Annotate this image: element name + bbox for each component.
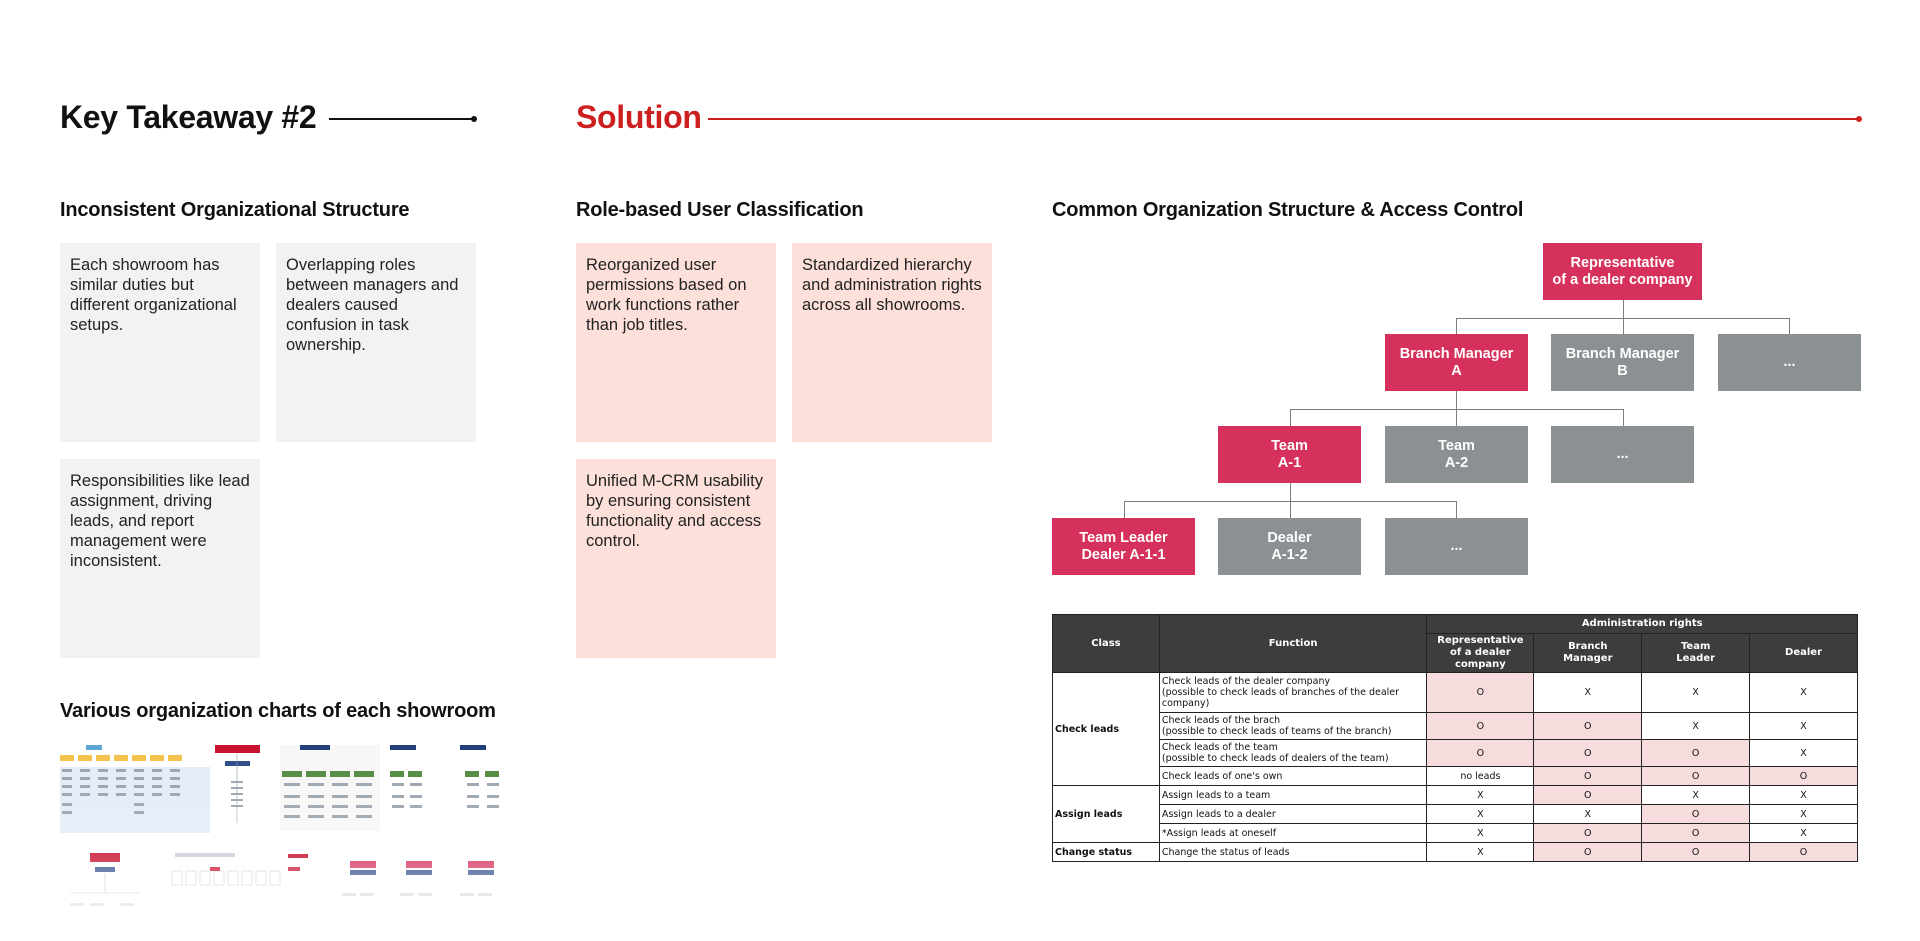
role-header: Dealer xyxy=(1749,633,1858,673)
table-row: Assign leads to a dealer X X O X xyxy=(1053,804,1858,824)
right-cell: X xyxy=(1426,785,1535,805)
right-cell: X xyxy=(1426,823,1535,843)
org-connector xyxy=(1456,318,1789,319)
org-connector xyxy=(1290,483,1291,501)
function-cell: Change the status of leads xyxy=(1158,842,1428,862)
org-connector xyxy=(1456,501,1457,518)
right-cell: X xyxy=(1749,785,1858,805)
solution-card: Standardized hierarchy and administratio… xyxy=(792,243,992,442)
right-cell: O xyxy=(1426,739,1535,767)
right-cell: O xyxy=(1533,712,1643,740)
right-cell: X xyxy=(1533,672,1643,713)
org-connector xyxy=(1789,318,1790,334)
right-cell: O xyxy=(1749,766,1858,786)
various-charts-heading: Various organization charts of each show… xyxy=(60,700,496,722)
class-cell: Assign leads xyxy=(1052,785,1160,843)
right-cell: O xyxy=(1641,823,1751,843)
right-cell: X xyxy=(1749,672,1858,713)
org-node-representative: Representative of a dealer company xyxy=(1543,243,1702,300)
role-header: Branch Manager xyxy=(1533,633,1643,673)
right-cell: X xyxy=(1749,712,1858,740)
right-cell: O xyxy=(1426,712,1535,740)
table-row: *Assign leads at oneself X O O X xyxy=(1053,823,1858,843)
role-classification-heading: Role-based User Classification xyxy=(576,199,864,221)
right-cell: X xyxy=(1426,804,1535,824)
key-takeaway-title: Key Takeaway #2 xyxy=(60,99,317,135)
right-cell: X xyxy=(1641,672,1751,713)
class-cell: Check leads xyxy=(1052,672,1160,786)
right-cell: O xyxy=(1426,672,1535,713)
problem-card: Responsibilities like lead assignment, d… xyxy=(60,459,260,658)
right-cell: O xyxy=(1749,842,1858,862)
class-header: Class xyxy=(1052,614,1160,673)
showroom-org-charts-thumbnail xyxy=(60,743,506,941)
org-node-branch-manager-b: Branch Manager B xyxy=(1551,334,1694,391)
inconsistent-structure-heading: Inconsistent Organizational Structure xyxy=(60,199,410,221)
table-row: Check leads of the team (possible to che… xyxy=(1053,739,1858,767)
org-structure-heading: Common Organization Structure & Access C… xyxy=(1052,199,1524,221)
function-cell: Check leads of the team (possible to che… xyxy=(1158,739,1428,767)
solution-card: Unified M-CRM usability by ensuring cons… xyxy=(576,459,776,658)
org-node-team-leader: Team Leader Dealer A-1-1 xyxy=(1052,518,1195,575)
solution-divider xyxy=(708,116,1862,122)
org-connector xyxy=(1124,501,1125,518)
right-cell: O xyxy=(1533,823,1643,843)
table-row: Check leads of one's own no leads O O O xyxy=(1053,766,1858,786)
function-cell: Check leads of one's own xyxy=(1158,766,1428,786)
problem-card: Overlapping roles between managers and d… xyxy=(276,243,476,442)
key-takeaway-divider xyxy=(329,116,477,122)
right-cell: O xyxy=(1641,804,1751,824)
org-node-branch-manager-a: Branch Manager A xyxy=(1385,334,1528,391)
solution-card: Reorganized user permissions based on wo… xyxy=(576,243,776,442)
right-cell: O xyxy=(1641,739,1751,767)
right-cell: O xyxy=(1641,766,1751,786)
right-cell: X xyxy=(1533,804,1643,824)
table-row: Change status Change the status of leads… xyxy=(1052,842,1858,862)
org-connector xyxy=(1623,409,1624,426)
function-cell: Assign leads to a dealer xyxy=(1158,804,1428,824)
right-cell: O xyxy=(1641,842,1751,862)
role-header: Team Leader xyxy=(1641,633,1751,673)
org-connector xyxy=(1456,391,1457,409)
class-cell: Change status xyxy=(1052,842,1160,862)
table-row: Check leads of the brach (possible to ch… xyxy=(1053,712,1858,740)
role-header: Representative of a dealer company xyxy=(1426,633,1535,673)
right-cell: X xyxy=(1749,823,1858,843)
problem-card: Each showroom has similar duties but dif… xyxy=(60,243,260,442)
right-cell: X xyxy=(1641,785,1751,805)
admin-rights-header: Administration rights xyxy=(1426,614,1858,634)
table-row: Check leads Check leads of the dealer co… xyxy=(1052,672,1858,786)
function-header: Function xyxy=(1158,614,1428,673)
right-cell: X xyxy=(1749,804,1858,824)
right-cell: X xyxy=(1749,739,1858,767)
org-connector xyxy=(1290,501,1291,518)
org-node-dealer: Dealer A-1-2 xyxy=(1218,518,1361,575)
right-cell: O xyxy=(1533,739,1643,767)
right-cell: O xyxy=(1533,766,1643,786)
org-node-more: ... xyxy=(1718,334,1861,391)
org-connector xyxy=(1456,318,1457,334)
org-node-more: ... xyxy=(1551,426,1694,483)
access-control-table: Class Function Administration rights Rep… xyxy=(1052,614,1858,862)
org-node-team-a2: Team A-2 xyxy=(1385,426,1528,483)
org-connector xyxy=(1623,318,1624,334)
org-node-team-a1: Team A-1 xyxy=(1218,426,1361,483)
org-node-more: ... xyxy=(1385,518,1528,575)
solution-title: Solution xyxy=(576,99,702,135)
org-connector xyxy=(1290,409,1291,426)
right-cell: O xyxy=(1533,785,1643,805)
right-cell: X xyxy=(1426,842,1535,862)
org-connector xyxy=(1623,300,1624,318)
right-cell: no leads xyxy=(1426,766,1535,786)
right-cell: O xyxy=(1533,842,1643,862)
function-cell: Check leads of the brach (possible to ch… xyxy=(1158,712,1428,740)
function-cell: Assign leads to a team xyxy=(1158,785,1428,805)
org-connector xyxy=(1456,409,1457,426)
function-cell: *Assign leads at oneself xyxy=(1158,823,1428,843)
right-cell: X xyxy=(1641,712,1751,740)
function-cell: Check leads of the dealer company (possi… xyxy=(1158,672,1428,713)
table-row: Assign leads Assign leads to a team X O … xyxy=(1052,785,1858,843)
